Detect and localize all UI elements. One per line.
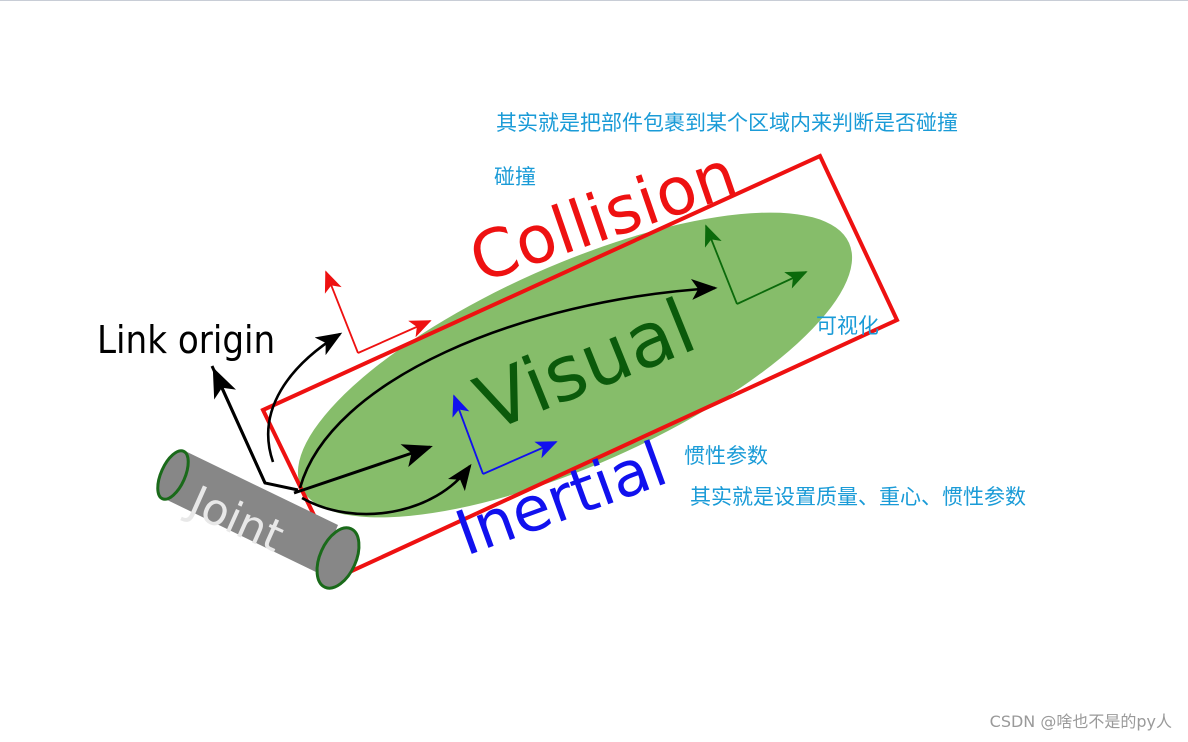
collision-frame-axes xyxy=(324,270,432,354)
link-origin-label: Link origin xyxy=(97,318,275,362)
joint-cylinder xyxy=(156,449,361,590)
visual-frame-axes xyxy=(704,224,808,305)
top-border xyxy=(0,0,1188,1)
link-origin-frame xyxy=(210,365,433,495)
collision-label-zh: 碰撞 xyxy=(494,165,536,189)
collision-note: 其实就是把部件包裹到某个区域内来判断是否碰撞 xyxy=(496,111,958,135)
visual-label-zh: 可视化 xyxy=(816,314,879,338)
watermark: CSDN @啥也不是的py人 xyxy=(989,712,1172,731)
inertial-note: 其实就是设置质量、重心、惯性参数 xyxy=(690,485,1026,509)
inertial-frame-axes xyxy=(452,394,558,475)
inertial-label-zh: 惯性参数 xyxy=(684,444,768,468)
origin-curved-arrows xyxy=(267,279,718,516)
